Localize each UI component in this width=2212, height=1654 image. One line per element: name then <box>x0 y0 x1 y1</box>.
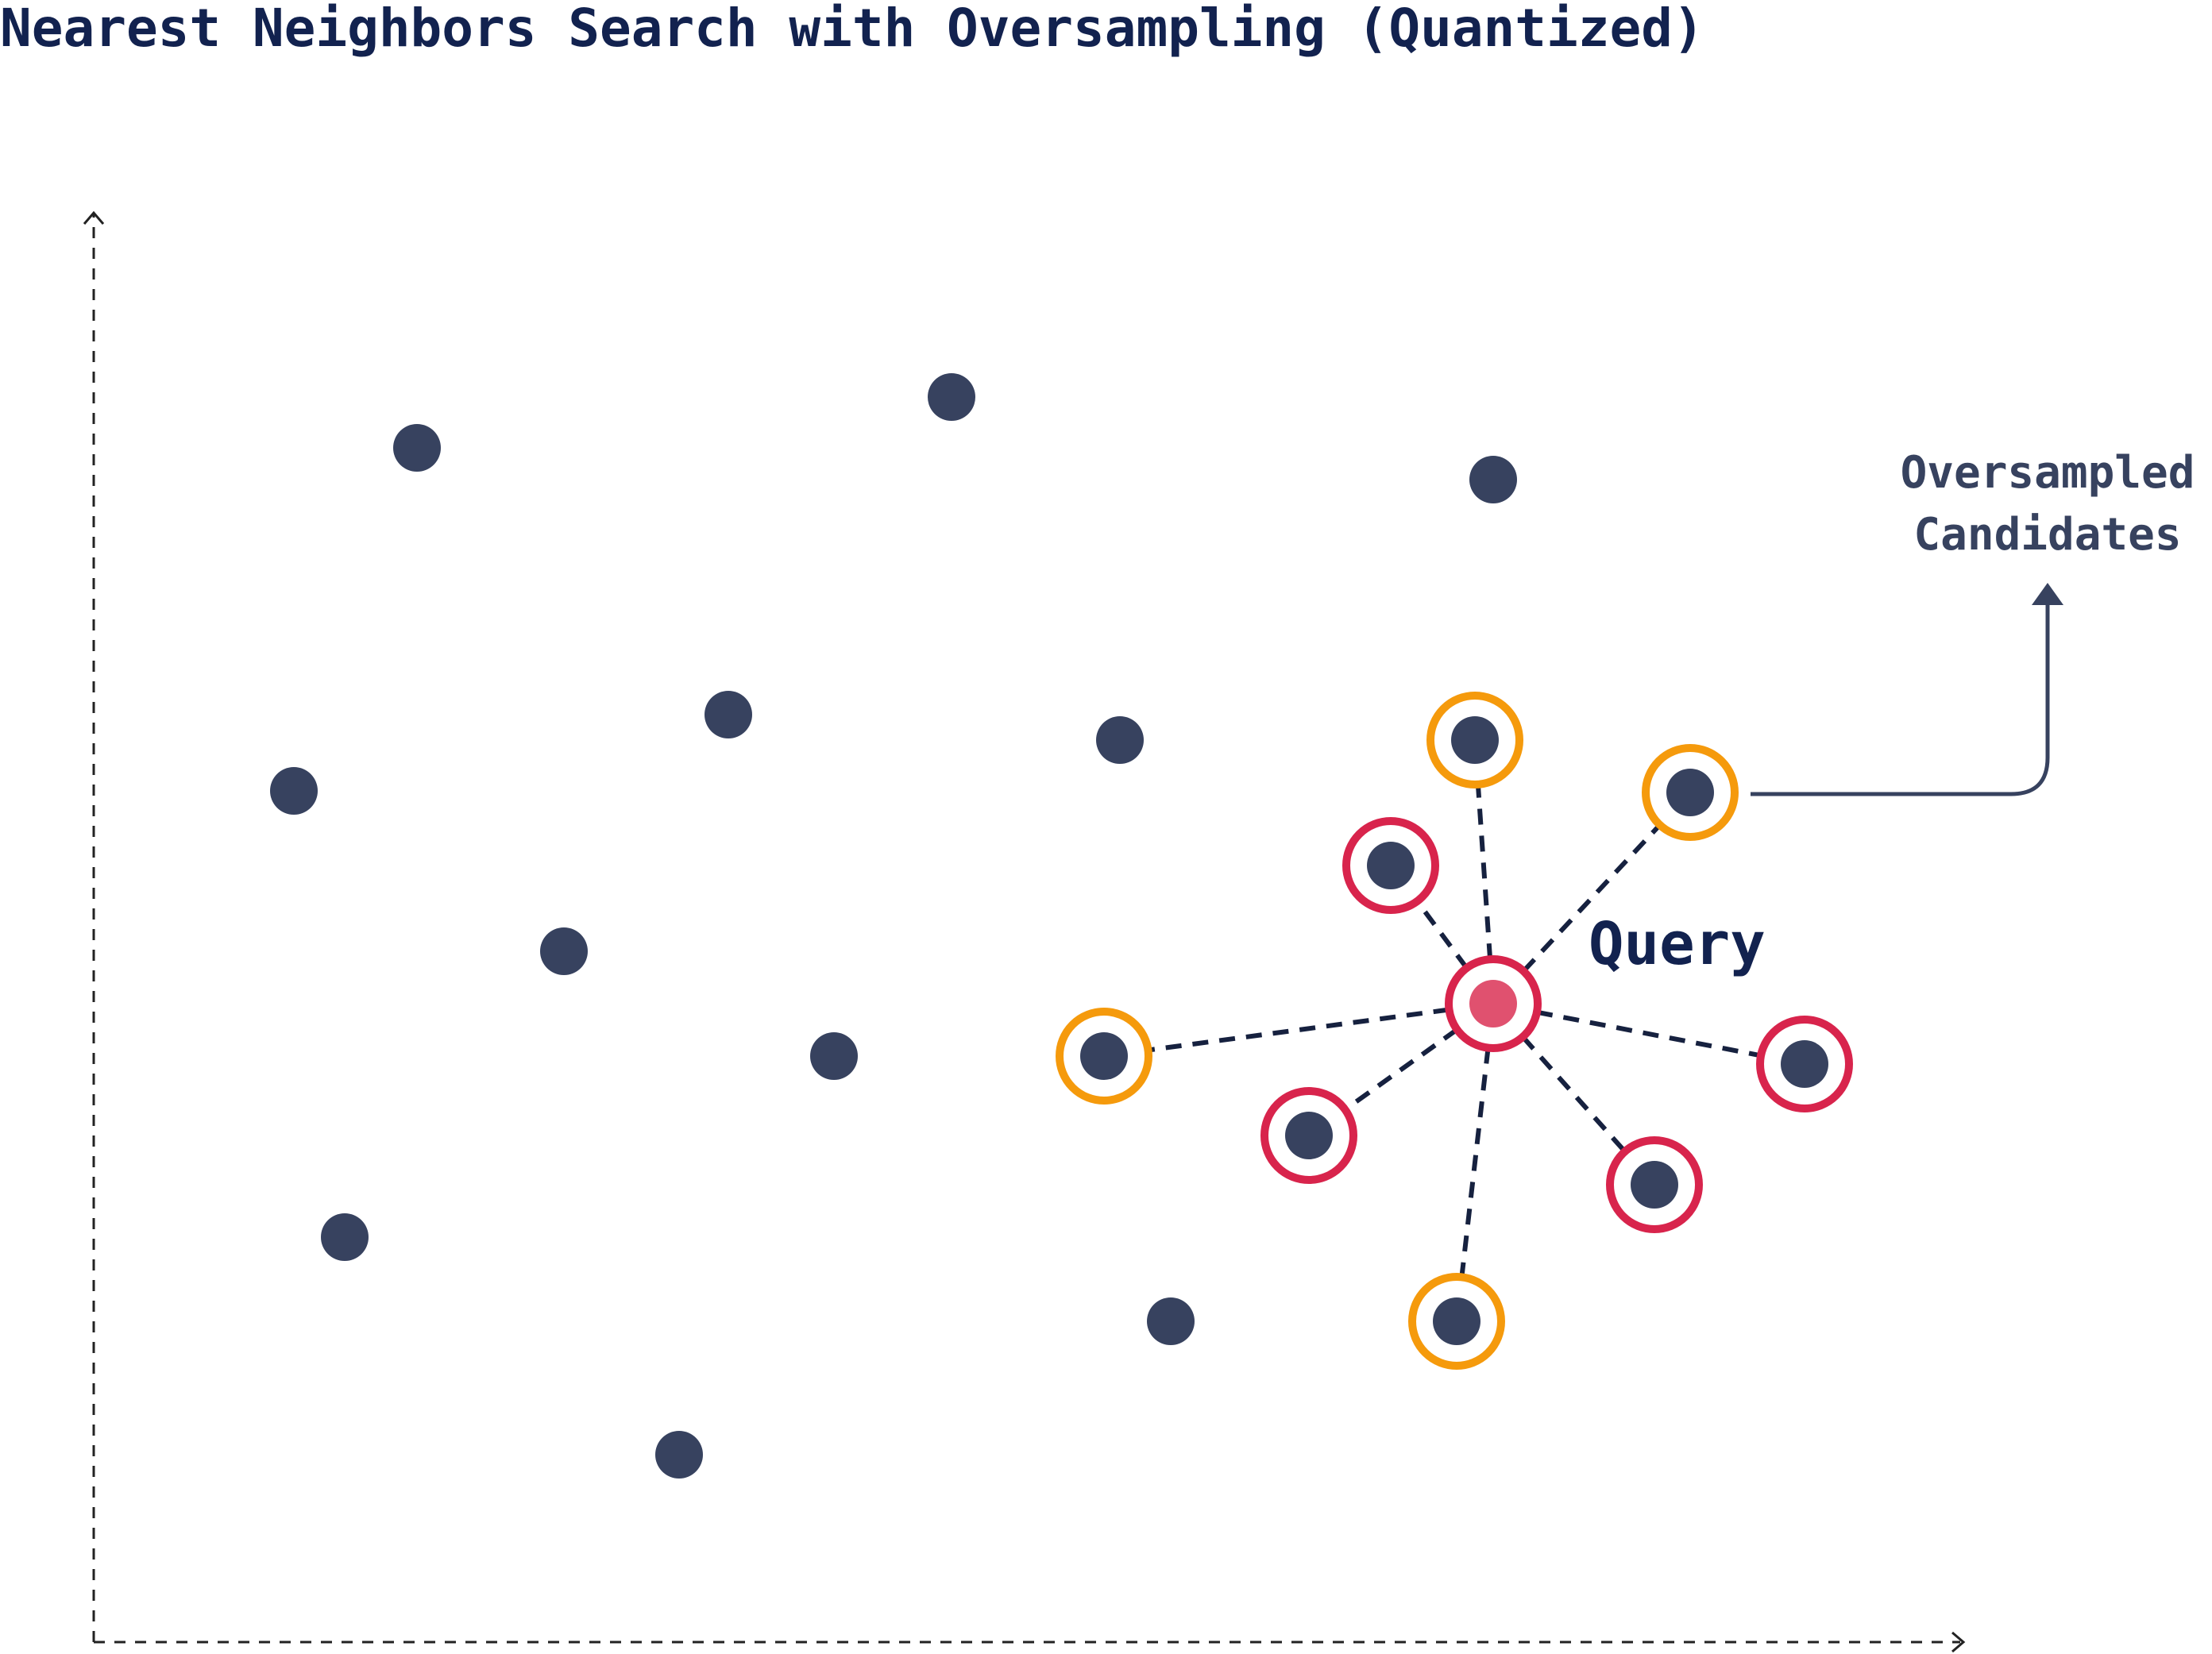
query-edges <box>1127 763 1782 1298</box>
candidate-point <box>1666 769 1714 816</box>
data-point <box>1147 1297 1195 1345</box>
data-point <box>393 424 441 472</box>
annotation-line-oversampled: Oversampled <box>1901 447 2195 499</box>
diagram-title: Nearest Neighbors Search with Oversampli… <box>0 0 1704 59</box>
data-point <box>270 767 318 815</box>
data-point <box>540 927 588 975</box>
candidate-point <box>1631 1161 1678 1209</box>
query-point <box>1469 980 1517 1027</box>
query-edge-0 <box>1474 763 1493 960</box>
candidate-point <box>1781 1040 1828 1088</box>
arrow-up-icon <box>2032 583 2063 605</box>
annotation-connector <box>1751 583 2063 796</box>
annotation-line-candidates: Candidates <box>1913 509 2181 561</box>
query-edge-7 <box>1457 1047 1491 1298</box>
axes <box>83 210 1966 1653</box>
candidate-point <box>1367 842 1415 889</box>
data-point <box>1469 456 1517 503</box>
candidate-point <box>1080 1032 1128 1080</box>
data-point <box>1096 716 1144 764</box>
data-point <box>928 373 975 421</box>
query-edge-4 <box>1536 1009 1782 1062</box>
query-label: Query <box>1589 910 1766 978</box>
data-point <box>655 1431 703 1479</box>
data-points <box>270 373 1828 1479</box>
candidate-point <box>1285 1112 1333 1159</box>
query-edge-6 <box>1520 1035 1641 1169</box>
query-edge-1 <box>1522 808 1676 974</box>
candidate-point <box>1451 716 1499 764</box>
data-point <box>705 691 752 738</box>
y-axis-arrow-icon <box>83 210 105 225</box>
data-point <box>321 1213 369 1261</box>
x-axis-arrow-icon <box>1951 1631 1966 1653</box>
annotation-connector-line <box>1751 602 2050 796</box>
candidate-point <box>1433 1297 1480 1345</box>
query-edge-3 <box>1127 1007 1450 1055</box>
query-point-group <box>1445 955 1542 1052</box>
data-point <box>810 1032 858 1080</box>
